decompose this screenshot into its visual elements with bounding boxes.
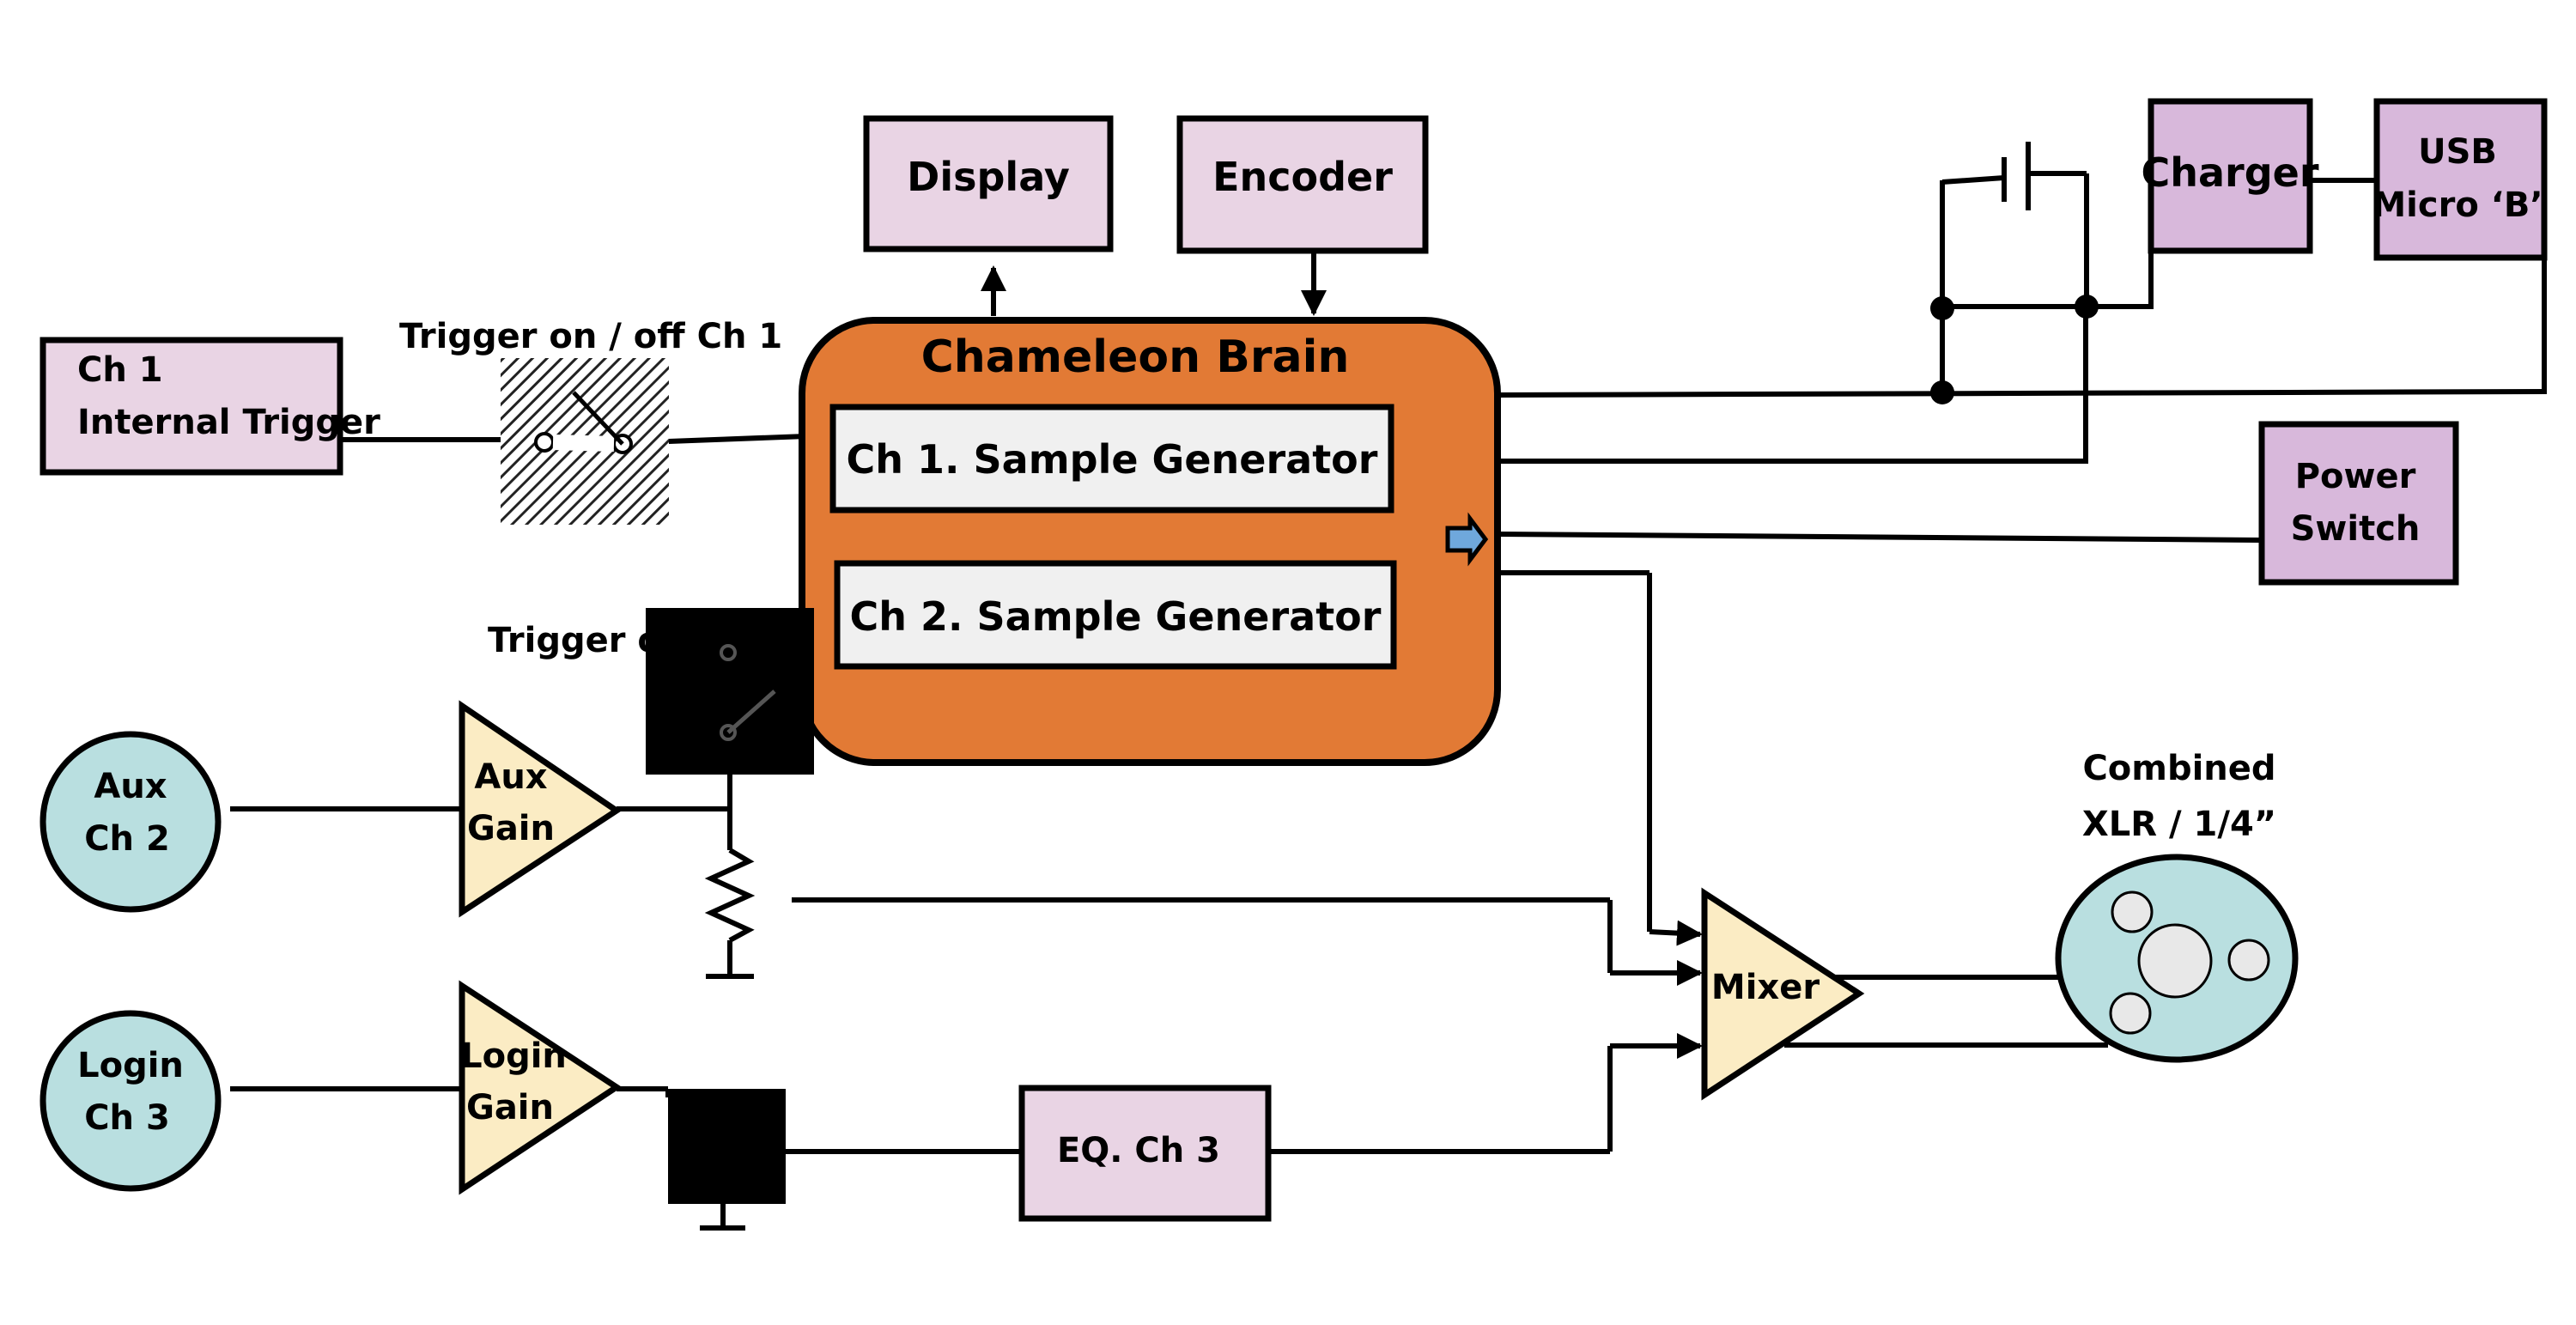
usb-block: USB Micro ‘B’ [2372,98,2548,261]
chameleon-brain: Chameleon Brain Ch 1. Sample Generator C… [799,317,1501,766]
mixer-amp [1701,887,1865,1101]
brain-body [799,317,1501,766]
ch2-generator-box [834,560,1397,670]
brain-output-arrow-icon [1445,512,1489,567]
display-block: Display [863,115,1114,252]
display-box [863,115,1114,252]
ch2-switch-block [646,608,814,775]
eq-block: EQ. Ch 3 [1018,1085,1272,1222]
aux-input-line1: Aux [94,767,167,806]
aux-input: Aux Ch 2 [39,731,222,913]
output-line2: XLR / 1/4” [2082,805,2276,844]
power-switch-block: Power Switch [2258,421,2459,586]
charger-label: Charger [2141,149,2318,196]
power-switch-line2: Switch [2291,509,2421,549]
power-switch-line1: Power [2295,457,2416,496]
charger-block: Charger [2141,98,2319,254]
login-gain-line2: Gain [466,1088,554,1127]
eq-box [1018,1085,1272,1222]
ch1-generator-box [829,404,1394,514]
aux-gain: Aux Gain [459,700,623,918]
charger-box [2148,98,2313,254]
encoder-box [1176,115,1429,254]
login-gain-line1: Login [460,1036,567,1076]
mixer-block: Mixer [1701,887,1865,1101]
ch1-trigger-box [39,337,343,476]
aux-gain-amp [459,700,623,918]
ch1-trigger-block: Ch 1 Internal Trigger [39,337,380,476]
aux-gain-line2: Gain [467,809,555,848]
login-gain-amp [459,980,623,1195]
eq-label: EQ. Ch 3 [1057,1131,1220,1170]
aux-gain-line1: Aux [474,757,547,797]
ch2-trigger-switch: Trigger on / off [488,608,814,775]
usb-line2: Micro ‘B’ [2372,185,2543,225]
login-processing-block [668,1089,786,1204]
login-input-circle [39,1010,222,1192]
usb-line1: USB [2418,132,2497,172]
mixer-label: Mixer [1711,968,1820,1007]
usb-box [2373,98,2548,261]
aux-input-line2: Ch 2 [84,819,170,859]
encoder-label: Encoder [1212,154,1393,200]
ch1-generator-label: Ch 1. Sample Generator [847,436,1378,483]
ch1-trigger-switch: Trigger on / off Ch 1 [399,317,782,525]
ch1-trigger-line2: Internal Trigger [77,403,380,442]
encoder-block: Encoder [1176,115,1429,254]
ch1-trigger-line1: Ch 1 [77,350,163,390]
login-gain: Login Gain [459,980,623,1195]
login-input-line2: Ch 3 [84,1098,170,1138]
output-jack: Combined XLR / 1/4” [2055,749,2299,1063]
aux-input-circle [39,731,222,913]
power-switch-box [2258,421,2459,586]
login-input-line1: Login [77,1046,184,1085]
output-line1: Combined [2082,749,2275,788]
display-label: Display [907,154,1070,200]
ch2-generator-label: Ch 2. Sample Generator [850,593,1382,640]
login-input: Login Ch 3 [39,1010,222,1192]
ch1-switch-label: Trigger on / off Ch 1 [399,317,782,356]
wires [230,142,2547,1231]
brain-title: Chameleon Brain [921,331,1350,383]
